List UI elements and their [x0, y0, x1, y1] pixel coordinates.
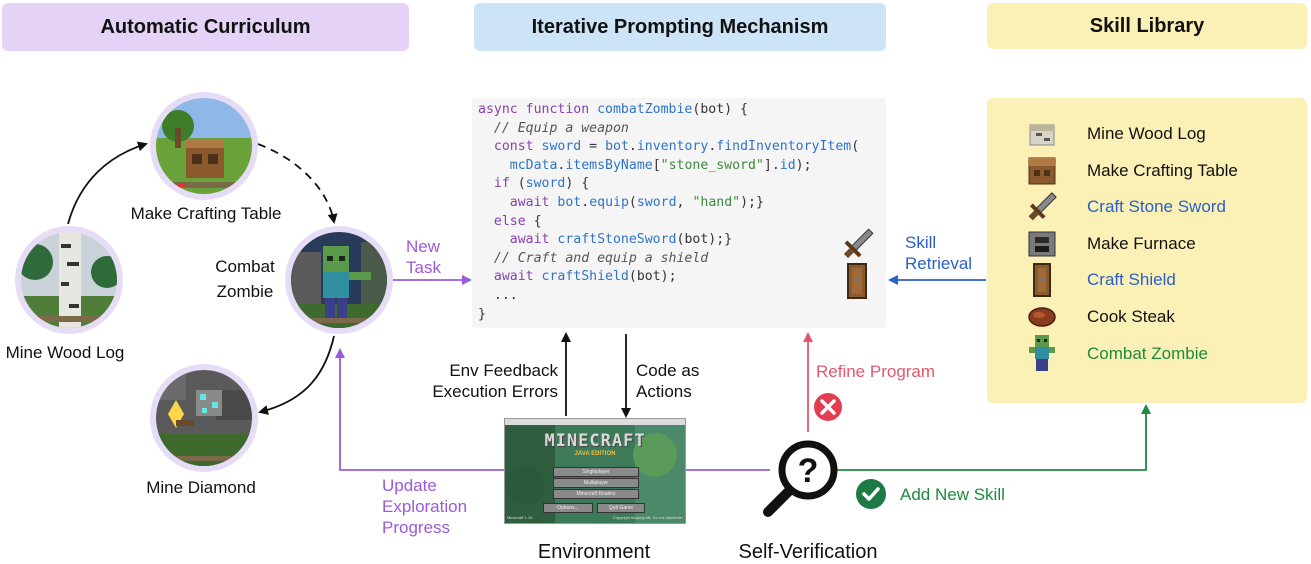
minecraft-background: [505, 425, 685, 523]
combat-zombie-label-line1: Combat: [215, 257, 275, 276]
skill-retrieval-label: Skill Retrieval: [905, 232, 972, 274]
multiplayer-button[interactable]: Multiplayer: [553, 478, 639, 488]
minecraft-version: Minecraft 1.19: [507, 515, 533, 520]
combat-zombie-node: [285, 226, 393, 334]
error-x-icon: [814, 393, 842, 421]
arrow-add-new-skill: [836, 404, 1151, 471]
check-icon: [856, 479, 886, 509]
skill-library-header: Skill Library: [987, 3, 1307, 49]
skill-item: Craft Shield: [1023, 263, 1176, 298]
skill-item-label: Mine Wood Log: [1087, 124, 1206, 143]
arrow-zombie-to-diamond: [258, 335, 335, 415]
arrow-wood-to-table: [67, 141, 148, 225]
minecraft-titlebar: [505, 419, 685, 425]
shield-icon: [847, 263, 867, 299]
env-feedback-label-line1: Env Feedback: [449, 361, 558, 380]
update-progress-label: Update Exploration Progress: [382, 475, 467, 538]
skill-item: Craft Stone Sword: [1023, 190, 1226, 224]
new-task-label-line2: Task: [406, 258, 441, 277]
new-task-label: New Task: [406, 236, 441, 278]
environment-label: Environment: [537, 541, 651, 563]
sword-icon: [843, 228, 874, 259]
furnace-icon: [1023, 227, 1061, 261]
self-verification-label: Self-Verification: [738, 541, 878, 563]
add-new-skill-label: Add New Skill: [900, 485, 1005, 504]
code-as-actions-label: Code as Actions: [636, 360, 699, 402]
refine-program-label: Refine Program: [816, 362, 936, 381]
mine-diamond-label: Mine Diamond: [146, 478, 256, 497]
wood-log-node: [15, 226, 123, 334]
env-feedback-label: Env Feedback Execution Errors: [400, 360, 558, 402]
skill-item-label: Cook Steak: [1087, 307, 1175, 326]
skill-retrieval-label-line2: Retrieval: [905, 254, 973, 273]
skill-item-label: Make Furnace: [1087, 233, 1196, 253]
make-crafting-table-label: Make Crafting Table: [130, 204, 282, 223]
minecraft-copyright: Copyright Mojang AB. Do not distribute!: [612, 515, 683, 520]
steak-icon: [1023, 300, 1061, 334]
quit-button[interactable]: Quit Game: [597, 503, 645, 513]
new-task-label-line1: New: [406, 237, 441, 256]
skill-item: Cook Steak: [1023, 300, 1175, 334]
update-progress-label-line1: Update: [382, 476, 437, 495]
skill-item-label: Combat Zombie: [1087, 343, 1208, 363]
mine-wood-log-label: Mine Wood Log: [5, 343, 125, 362]
code-block: async function combatZombie(bot) { // Eq…: [472, 98, 886, 328]
zombie-icon: [1023, 334, 1061, 371]
shield-icon: [1023, 263, 1061, 298]
combat-zombie-label: Combat Zombie: [202, 256, 288, 302]
arrow-update-progress: [335, 348, 504, 471]
minecraft-window: MINECRAFT JAVA EDITION Singleplayer Mult…: [504, 418, 686, 524]
env-feedback-label-line2: Execution Errors: [432, 382, 558, 401]
arrow-table-to-zombie: [257, 143, 338, 224]
skill-item: Make Furnace: [1023, 227, 1196, 261]
options-button[interactable]: Options...: [543, 503, 593, 513]
minecraft-edition: JAVA EDITION: [574, 451, 616, 457]
magnifier-question-icon: ?: [763, 440, 838, 517]
code-as-actions-label-line1: Code as: [636, 361, 700, 380]
skill-item: Make Crafting Table: [1023, 154, 1238, 188]
iterative-prompting-header: Iterative Prompting Mechanism: [474, 3, 886, 51]
crafting-table-icon: [1023, 154, 1061, 188]
mine-diamond-node: [150, 364, 258, 472]
stone-sword-icon: [1023, 190, 1061, 224]
minecraft-logo: MINECRAFT: [544, 431, 646, 451]
realms-button[interactable]: Minecraft Realms: [553, 489, 639, 499]
wood-log-icon: [1023, 117, 1061, 151]
combat-zombie-label-line2: Zombie: [216, 282, 274, 301]
update-progress-label-line2: Exploration: [382, 497, 468, 516]
crafting-table-node: [150, 92, 258, 200]
skill-item: Mine Wood Log: [1023, 117, 1206, 151]
update-progress-label-line3: Progress: [382, 518, 451, 537]
skill-item-label: Craft Stone Sword: [1087, 197, 1226, 217]
skill-item-label: Make Crafting Table: [1087, 160, 1238, 180]
skill-item: Combat Zombie: [1023, 334, 1208, 371]
code-as-actions-label-line2: Actions: [636, 382, 692, 401]
automatic-curriculum-header: Automatic Curriculum: [2, 3, 409, 51]
skill-retrieval-label-line1: Skill: [905, 233, 937, 252]
singleplayer-button[interactable]: Singleplayer: [553, 467, 639, 477]
skill-item-label: Craft Shield: [1087, 270, 1176, 290]
svg-text:?: ?: [798, 452, 819, 490]
